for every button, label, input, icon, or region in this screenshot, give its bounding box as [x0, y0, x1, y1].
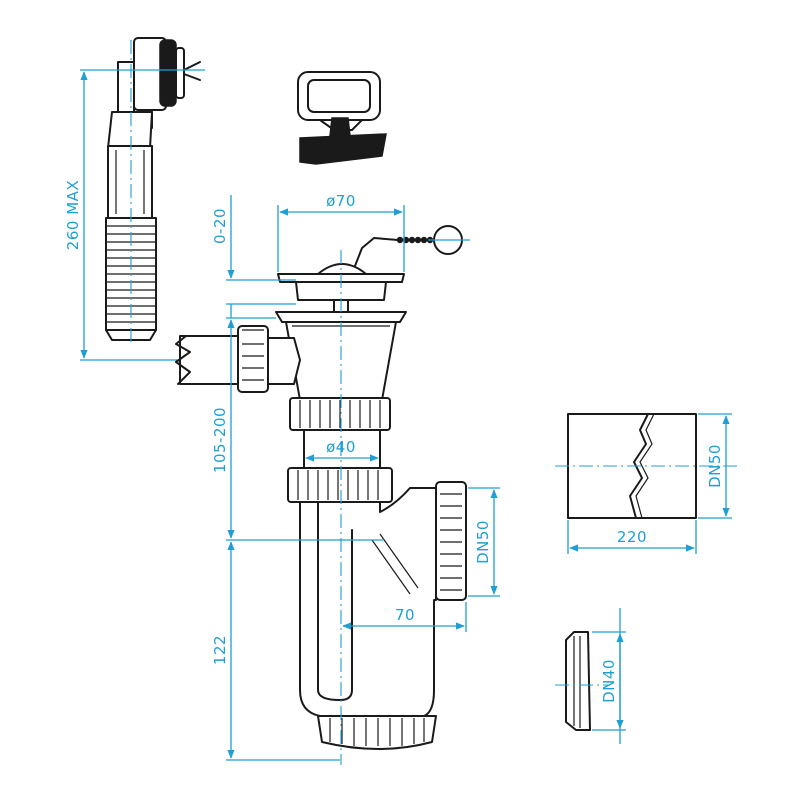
dim-height-adjust: 105-200	[211, 317, 276, 539]
dim-wall-pipe-length: 220	[567, 520, 697, 554]
overflow-hose	[105, 37, 201, 345]
dim-outlet-offset: 70	[342, 602, 467, 632]
overflow-plug	[159, 39, 177, 107]
wall-pipe-break	[629, 413, 649, 519]
plug-handle-inner	[307, 79, 371, 113]
overflow-pipe	[107, 145, 153, 219]
overflow-screw	[183, 61, 201, 81]
overflow-elbow-lower	[107, 111, 153, 149]
strainer-body	[295, 281, 387, 301]
dim-wall-pipe-size: DN50	[698, 413, 732, 519]
dim-label-260-max: 260 MAX	[64, 180, 82, 250]
reducer-ring	[555, 631, 610, 731]
dim-label-d40: ø40	[326, 438, 356, 456]
dim-outlet-size: DN50	[468, 487, 500, 597]
dim-label-220: 220	[617, 528, 647, 546]
dim-label-122: 122	[211, 635, 229, 665]
bottom-nut	[317, 715, 437, 750]
dim-strainer-diameter: ø70	[277, 192, 405, 272]
plug-chain	[354, 237, 399, 267]
dim-label-dn40: DN40	[600, 659, 618, 703]
dim-label-70: 70	[395, 606, 415, 624]
dim-label-105-200: 105-200	[211, 407, 229, 473]
dip-tube	[303, 429, 381, 471]
dim-label-0-20: 0-20	[211, 208, 229, 244]
dim-label-d70: ø70	[326, 192, 356, 210]
plug-rubber	[299, 133, 387, 165]
outlet-nut	[435, 481, 467, 601]
overflow-connector-pipe	[179, 335, 239, 385]
dim-label-dn50-outlet: DN50	[474, 520, 492, 564]
overflow-connector-nut	[237, 325, 269, 393]
siphon-body	[175, 250, 467, 765]
dim-seal-height: 122	[211, 539, 384, 761]
plug-with-handle	[297, 71, 387, 165]
overflow-plug-face	[175, 47, 185, 99]
dim-overflow-height: 260 MAX	[64, 69, 210, 361]
trap-bowl	[299, 487, 437, 717]
wall-pipe	[555, 413, 740, 519]
reducer-ring-body	[565, 631, 591, 731]
lower-nut	[287, 467, 393, 503]
dim-reducer-size: DN40	[592, 608, 626, 744]
dim-label-dn50-pipe: DN50	[706, 444, 724, 488]
strainer	[277, 225, 470, 313]
dim-tube-diameter: ø40	[305, 438, 379, 462]
strainer-plug-top	[317, 263, 367, 275]
dim-plug-adjust: 0-20	[211, 195, 296, 318]
